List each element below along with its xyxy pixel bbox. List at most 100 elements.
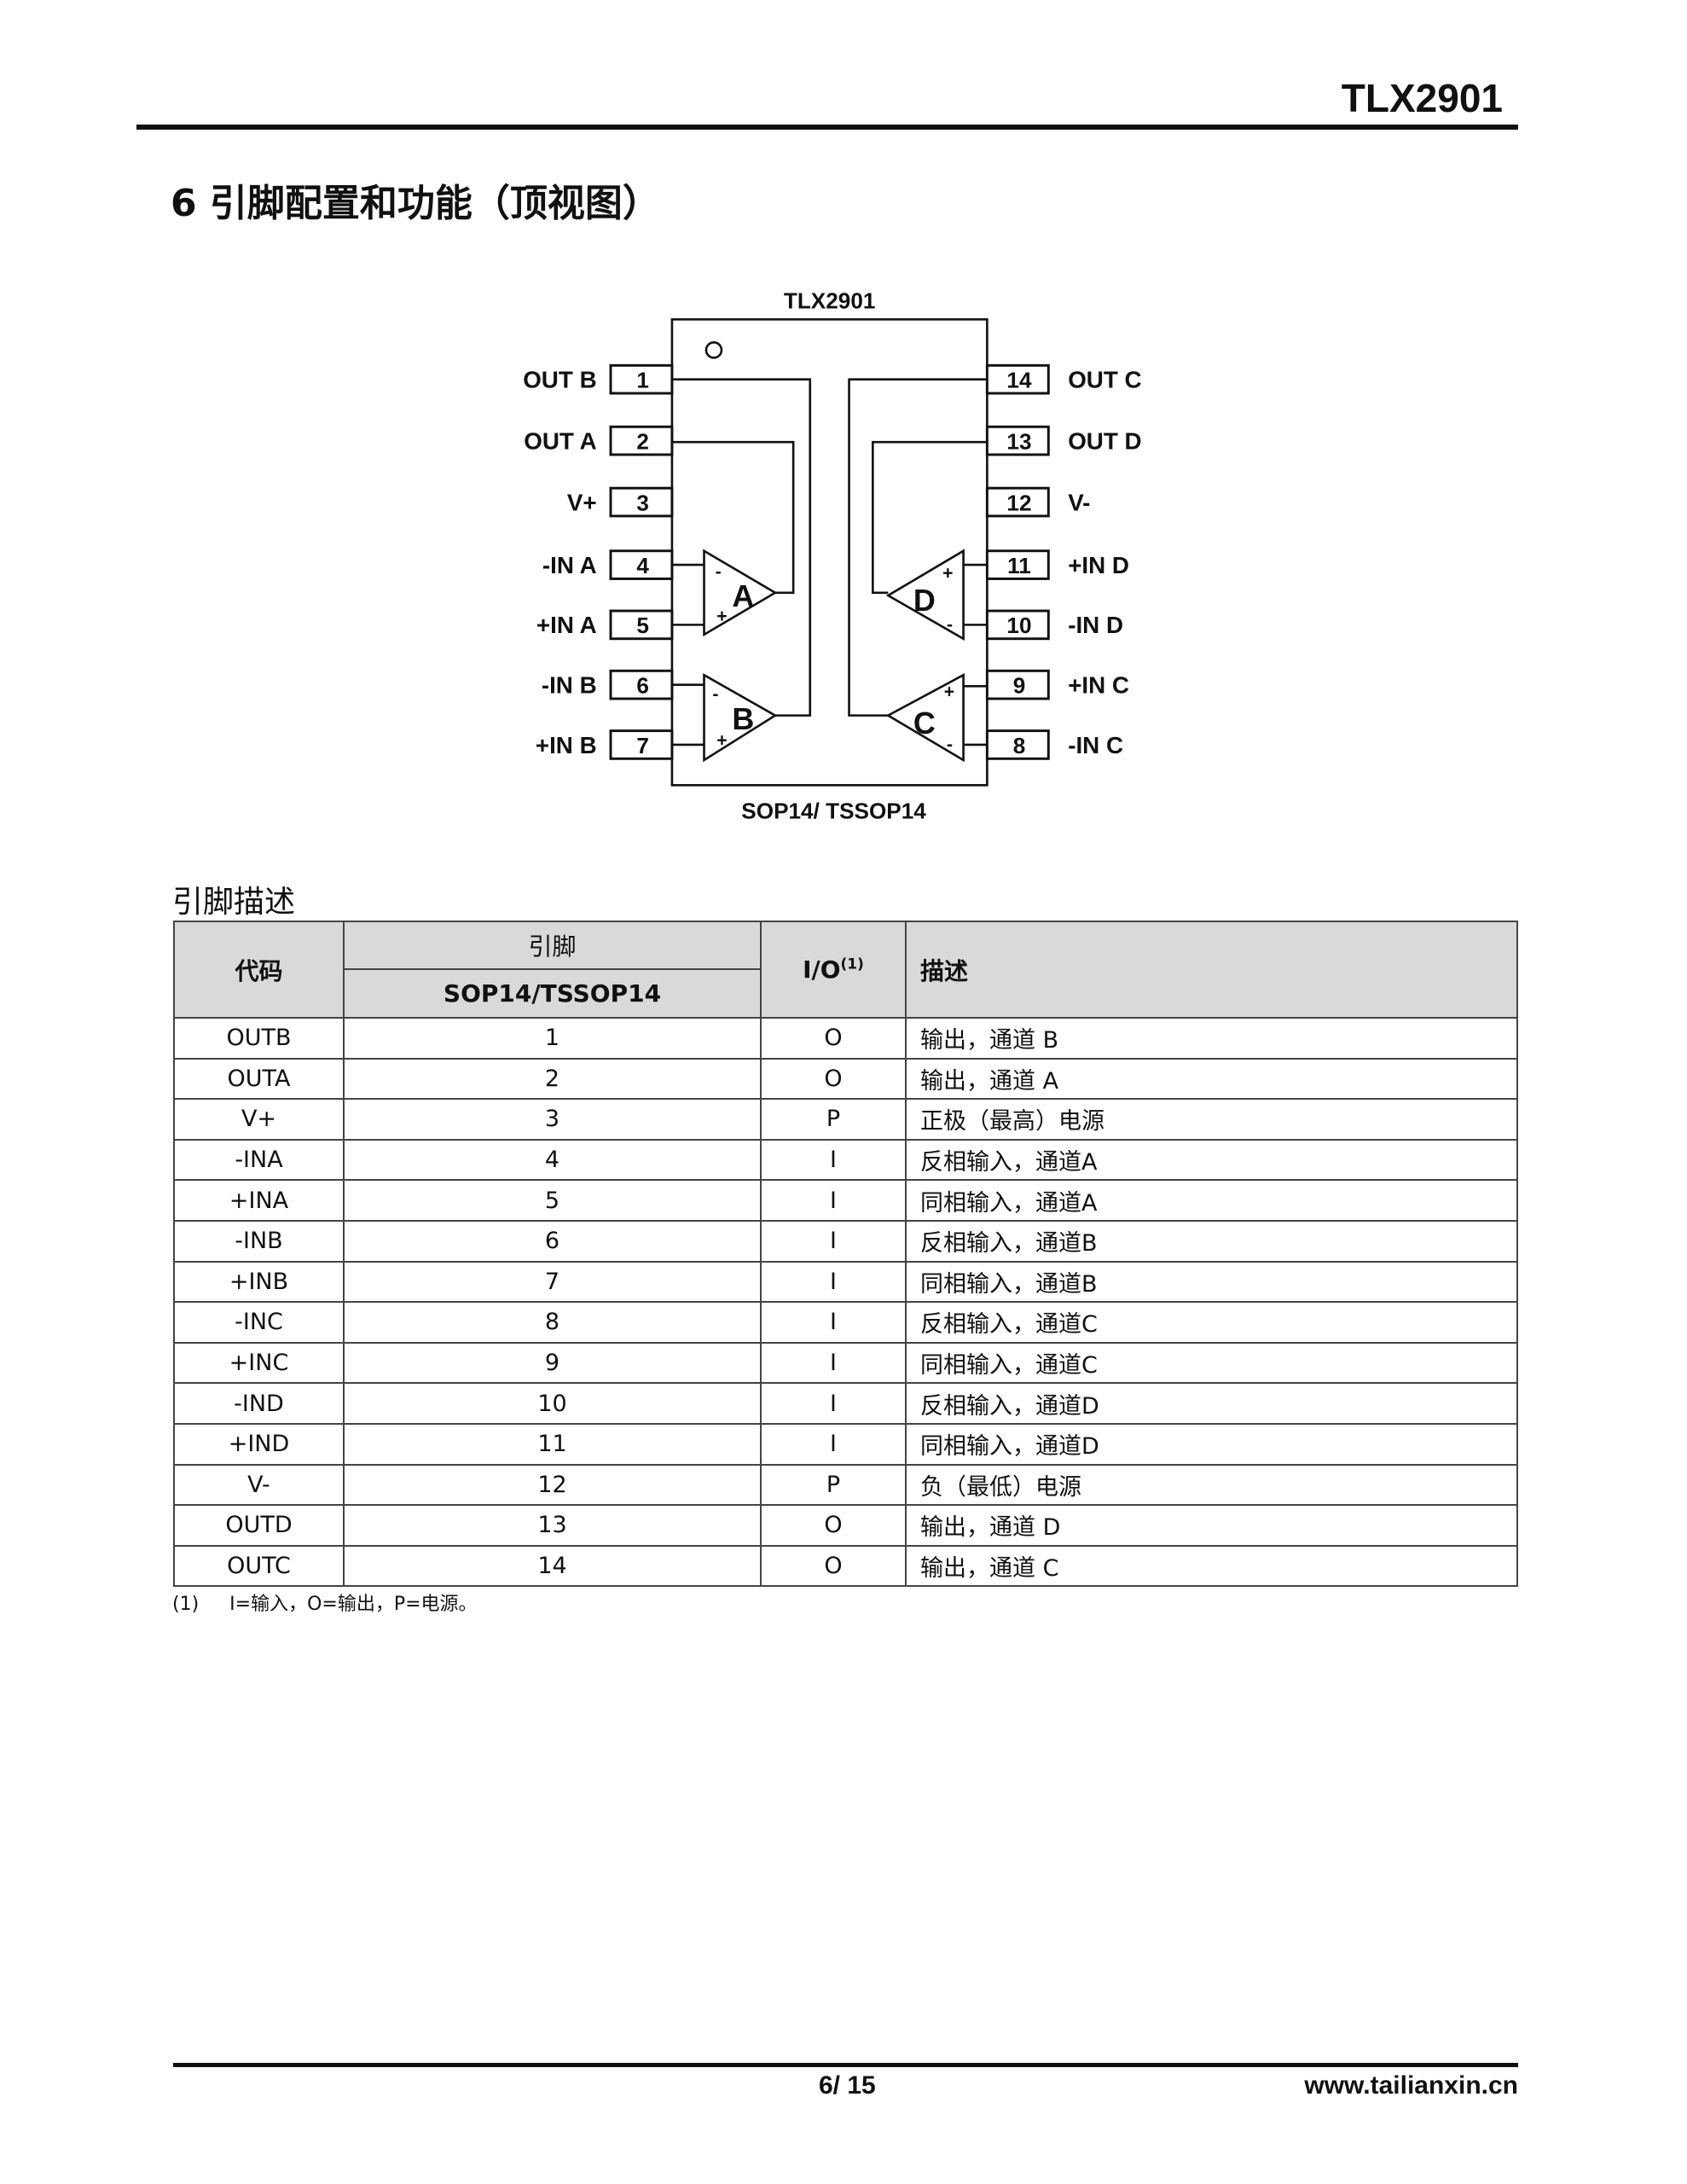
pin-3-box bbox=[609, 486, 674, 518]
amp-d-minus: - bbox=[947, 614, 953, 635]
cell-pin: 4 bbox=[343, 1138, 762, 1182]
cell-pin: 3 bbox=[343, 1098, 762, 1141]
amp-a-label: A bbox=[732, 578, 754, 613]
amp-c-minus: - bbox=[947, 734, 953, 754]
cell-desc: 同相输入，通道D bbox=[905, 1422, 1518, 1466]
pin-4-number: 4 bbox=[636, 553, 649, 578]
cell-io: I bbox=[760, 1301, 907, 1344]
pin-6-number: 6 bbox=[636, 672, 649, 698]
cell-desc: 输出，通道 B bbox=[905, 1017, 1518, 1060]
pin-5-label: +IN A bbox=[536, 612, 597, 638]
cell-io: O bbox=[760, 1017, 907, 1060]
cell-code: +IND bbox=[173, 1422, 345, 1466]
header-io-label: I/O bbox=[803, 956, 841, 984]
cell-pin: 12 bbox=[343, 1463, 762, 1507]
document-header-title: TLX2901 bbox=[1341, 76, 1503, 120]
cell-code: V- bbox=[173, 1463, 345, 1507]
pin-3-label: V+ bbox=[567, 489, 597, 515]
cell-desc: 反相输入，通道B bbox=[905, 1219, 1518, 1263]
pin-9-label: +IN C bbox=[1068, 671, 1129, 698]
pin-9-box bbox=[985, 669, 1050, 700]
cell-io: I bbox=[760, 1219, 907, 1263]
pin-13-number: 13 bbox=[1006, 428, 1031, 454]
cell-pin: 1 bbox=[343, 1017, 762, 1060]
pin-5-number: 5 bbox=[636, 613, 649, 638]
amp-a-plus: + bbox=[716, 606, 727, 626]
pin-7-label: +IN B bbox=[536, 732, 597, 758]
op-amp-a bbox=[703, 549, 778, 637]
pin-14-number: 14 bbox=[1006, 367, 1032, 392]
cell-pin: 7 bbox=[343, 1260, 762, 1304]
pin-2-number: 2 bbox=[636, 428, 649, 454]
cell-desc: 负（最低）电源 bbox=[905, 1463, 1518, 1507]
package-label: SOP14/ TSSOP14 bbox=[741, 799, 926, 824]
pin-6-label: -IN B bbox=[542, 671, 597, 698]
amp-c-plus: + bbox=[944, 681, 954, 701]
header-io-note: (1) bbox=[840, 956, 864, 973]
cell-desc: 同相输入，通道B bbox=[905, 1260, 1518, 1304]
pin-3-number: 3 bbox=[636, 490, 649, 515]
pin-4-box bbox=[609, 549, 674, 580]
amp-b-minus: - bbox=[712, 684, 718, 705]
cell-io: P bbox=[760, 1098, 907, 1141]
header-code: 代码 bbox=[173, 921, 345, 1019]
pin-8-number: 8 bbox=[1013, 733, 1026, 758]
cell-pin: 9 bbox=[343, 1341, 762, 1385]
op-amp-b bbox=[703, 672, 778, 763]
footer-divider bbox=[173, 2063, 1518, 2067]
table-footnote: (1)I=输入，O=输出，P=电源。 bbox=[172, 1589, 508, 1616]
cell-desc: 输出，通道 C bbox=[905, 1544, 1518, 1588]
cell-io: O bbox=[760, 1544, 907, 1588]
table-title: 引脚描述 bbox=[172, 885, 296, 920]
cell-io: O bbox=[760, 1504, 907, 1547]
header-io: I/O(1) bbox=[760, 921, 907, 1019]
website-link[interactable]: www.tailianxin.cn bbox=[1304, 2071, 1518, 2100]
section-title: 6 引脚配置和功能（顶视图） bbox=[171, 182, 660, 225]
pin-7-number: 7 bbox=[636, 733, 649, 758]
cell-code: +INB bbox=[173, 1260, 345, 1304]
cell-code: V+ bbox=[173, 1098, 345, 1141]
cell-io: I bbox=[760, 1179, 907, 1222]
pin-1-label: OUT B bbox=[523, 366, 596, 392]
cell-io: I bbox=[760, 1341, 907, 1385]
pin-14-label: OUT C bbox=[1068, 366, 1141, 392]
cell-pin: 5 bbox=[343, 1179, 762, 1222]
cell-desc: 输出，通道 D bbox=[905, 1504, 1518, 1547]
pin-8-box bbox=[985, 729, 1050, 760]
pin1-notch-icon bbox=[704, 341, 723, 359]
pin-7-box bbox=[609, 729, 674, 760]
cell-desc: 反相输入，通道D bbox=[905, 1382, 1518, 1425]
pin-11-number: 11 bbox=[1007, 553, 1031, 578]
cell-pin: 10 bbox=[343, 1382, 762, 1425]
cell-code: -INB bbox=[173, 1219, 345, 1263]
page-number: 6/ 15 bbox=[819, 2071, 876, 2100]
header-pin: 引脚 bbox=[343, 921, 762, 970]
pin-1-box bbox=[609, 363, 674, 395]
cell-io: I bbox=[760, 1422, 907, 1466]
cell-code: OUTD bbox=[173, 1504, 345, 1547]
amp-a-minus: - bbox=[716, 561, 722, 582]
cell-io: I bbox=[760, 1138, 907, 1182]
amp-d-plus: + bbox=[942, 562, 953, 583]
cell-desc: 反相输入，通道C bbox=[905, 1301, 1518, 1344]
pin-13-box bbox=[985, 425, 1050, 456]
pin-2-box bbox=[609, 425, 674, 456]
internal-wiring bbox=[671, 378, 988, 746]
pin-11-label: +IN D bbox=[1068, 552, 1129, 578]
pin-5-box bbox=[609, 609, 674, 641]
cell-code: -INC bbox=[173, 1301, 345, 1344]
header-divider bbox=[136, 125, 1518, 130]
cell-pin: 2 bbox=[343, 1057, 762, 1101]
footnote-mark: (1) bbox=[172, 1594, 200, 1615]
cell-io: I bbox=[760, 1260, 907, 1304]
cell-code: +INA bbox=[173, 1179, 345, 1222]
